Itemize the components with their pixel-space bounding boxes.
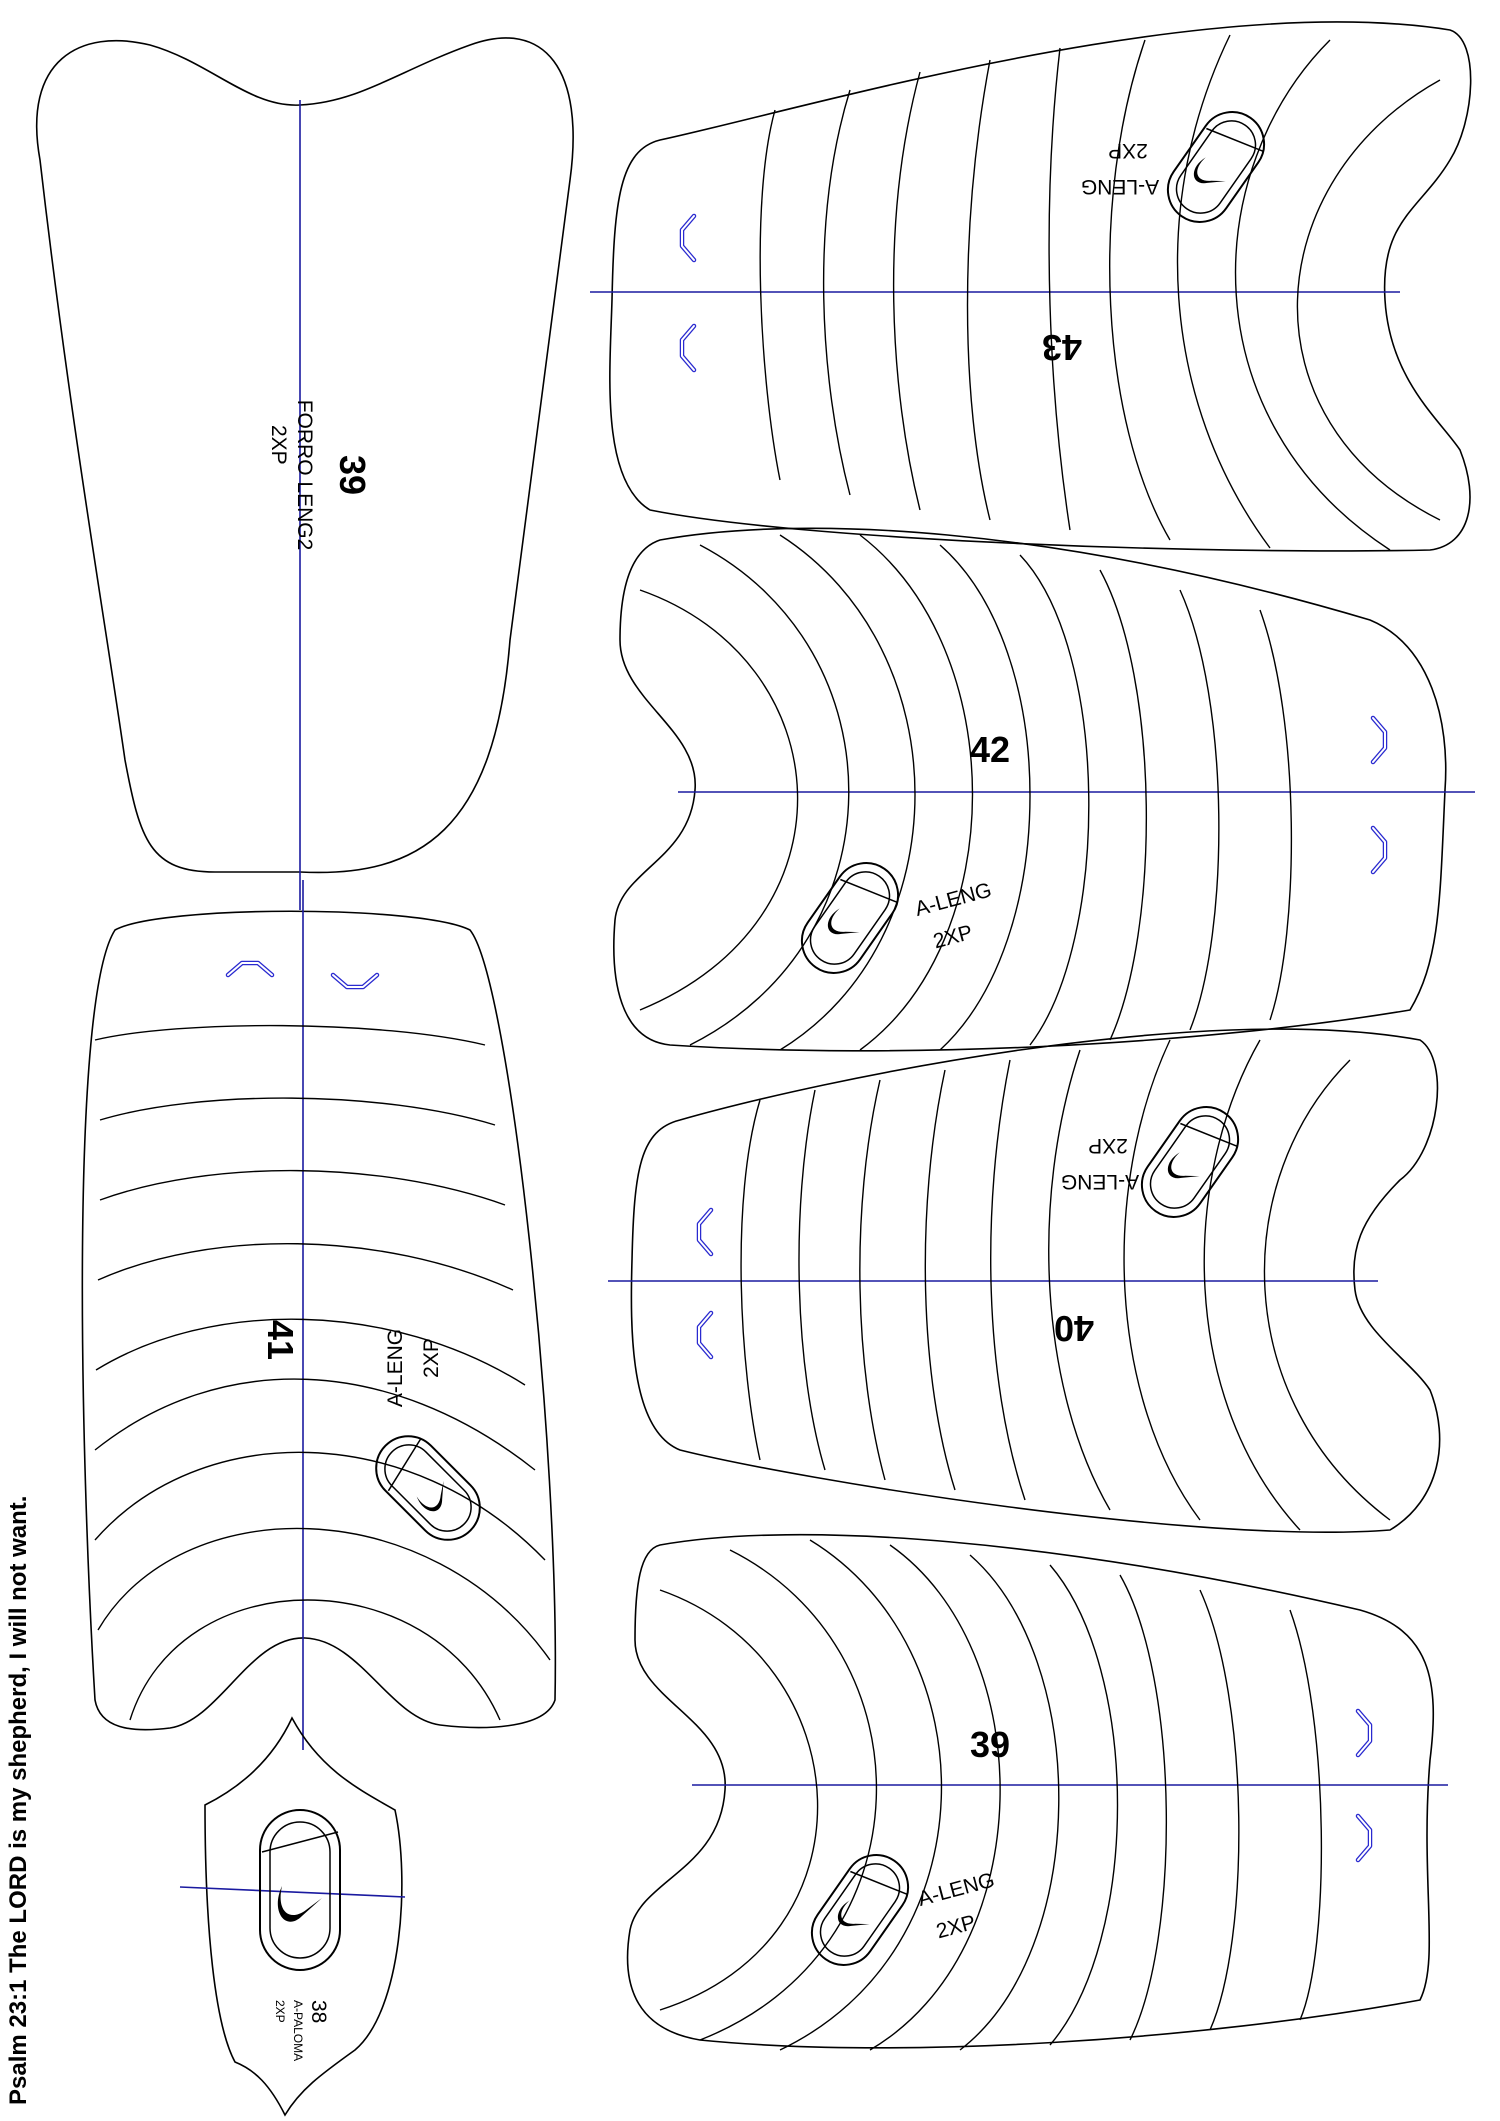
piece-42-logo-icon (788, 849, 912, 987)
piece-41-label: A-LENG (384, 1329, 407, 1407)
piece-43-text: 43 (1042, 327, 1082, 368)
piece-39-label: A-LENG (916, 1868, 997, 1910)
verse-caption: Psalm 23:1 The LORD is my shepherd, I wi… (5, 1496, 32, 2105)
piece-43: 43 A-LENG 2XP (590, 21, 1472, 552)
piece-42-text: 42 (970, 729, 1010, 770)
piece-38-qty: 2XP (273, 2000, 287, 2023)
piece-39-stripes (659, 1539, 1323, 2051)
piece-39-lining-outline (35, 37, 574, 874)
piece-42-number: 42 (970, 729, 1010, 770)
piece-43-stripes (759, 34, 1441, 551)
piece-40-qty: 2XP (1088, 1134, 1128, 1157)
piece-42: 42 A-LENG 2XP (613, 527, 1475, 1052)
piece-40-notches (699, 1210, 711, 1357)
piece-40-logo-icon (1128, 1093, 1252, 1231)
piece-40-stripes (740, 1039, 1391, 1531)
piece-39-qty: 2XP (934, 1911, 978, 1943)
piece-42-outline (613, 527, 1447, 1052)
piece-39-number: 39 (970, 1724, 1010, 1765)
piece-42-label-group: A-LENG 2XP (913, 878, 994, 953)
piece-41-text: 41 (260, 1320, 301, 1360)
piece-40-text: 40 (1054, 1308, 1094, 1349)
piece-41-outline (81, 910, 557, 1731)
piece-39-lining-label: FORRO LENG2 (293, 400, 316, 551)
piece-42-notches (1373, 718, 1385, 872)
piece-39: 39 A-LENG 2XP (626, 1533, 1448, 2051)
piece-42-stripes (639, 534, 1293, 1051)
piece-38: 38 A-PALOMA 2XP (179, 1716, 406, 2117)
piece-42-qty: 2XP (931, 921, 975, 953)
piece-41-stripes (94, 1024, 551, 1721)
piece-38-label: A-PALOMA (291, 2000, 305, 2061)
piece-43-qty: 2XP (1108, 139, 1148, 162)
piece-43-outline (609, 21, 1472, 552)
piece-39-outline (626, 1533, 1435, 2049)
piece-40-label: A-LENG (1061, 1170, 1139, 1193)
piece-38-logo-icon (259, 1809, 341, 1971)
piece-40-number: 40 (1054, 1308, 1094, 1349)
piece-40-outline (630, 1028, 1441, 1533)
verse-text: Psalm 23:1 The LORD is my shepherd, I wi… (5, 1496, 32, 2105)
piece-38-text: 38 A-PALOMA 2XP (273, 2000, 330, 2061)
piece-41: 41 A-LENG 2XP (81, 880, 557, 1750)
piece-39-lining: 39 FORRO LENG2 2XP (35, 37, 574, 910)
piece-40-label-group: A-LENG 2XP (1061, 1134, 1139, 1193)
piece-39-logo-icon (798, 1841, 922, 1979)
piece-41-number: 41 (260, 1320, 301, 1360)
piece-43-logo-icon (1154, 98, 1278, 236)
piece-41-logo-icon (361, 1421, 495, 1555)
piece-43-notches (682, 216, 694, 370)
piece-39-lining-text: 39 FORRO LENG2 2XP (267, 400, 373, 551)
piece-39-lining-qty: 2XP (267, 425, 290, 465)
piece-43-label-group: A-LENG 2XP (1081, 139, 1159, 198)
piece-38-outline (204, 1716, 403, 2117)
piece-38-axis (179, 1886, 406, 1898)
piece-40: 40 A-LENG 2XP (608, 1028, 1441, 1533)
piece-41-qty: 2XP (420, 1338, 443, 1378)
piece-38-number: 38 (307, 2000, 330, 2023)
piece-43-label: A-LENG (1081, 175, 1159, 198)
piece-39-label-group: A-LENG 2XP (916, 1868, 997, 1943)
piece-41-label-group: A-LENG 2XP (384, 1329, 443, 1407)
piece-39-lining-number: 39 (332, 455, 373, 495)
piece-43-number: 43 (1042, 327, 1082, 368)
piece-39-text: 39 (970, 1724, 1010, 1765)
